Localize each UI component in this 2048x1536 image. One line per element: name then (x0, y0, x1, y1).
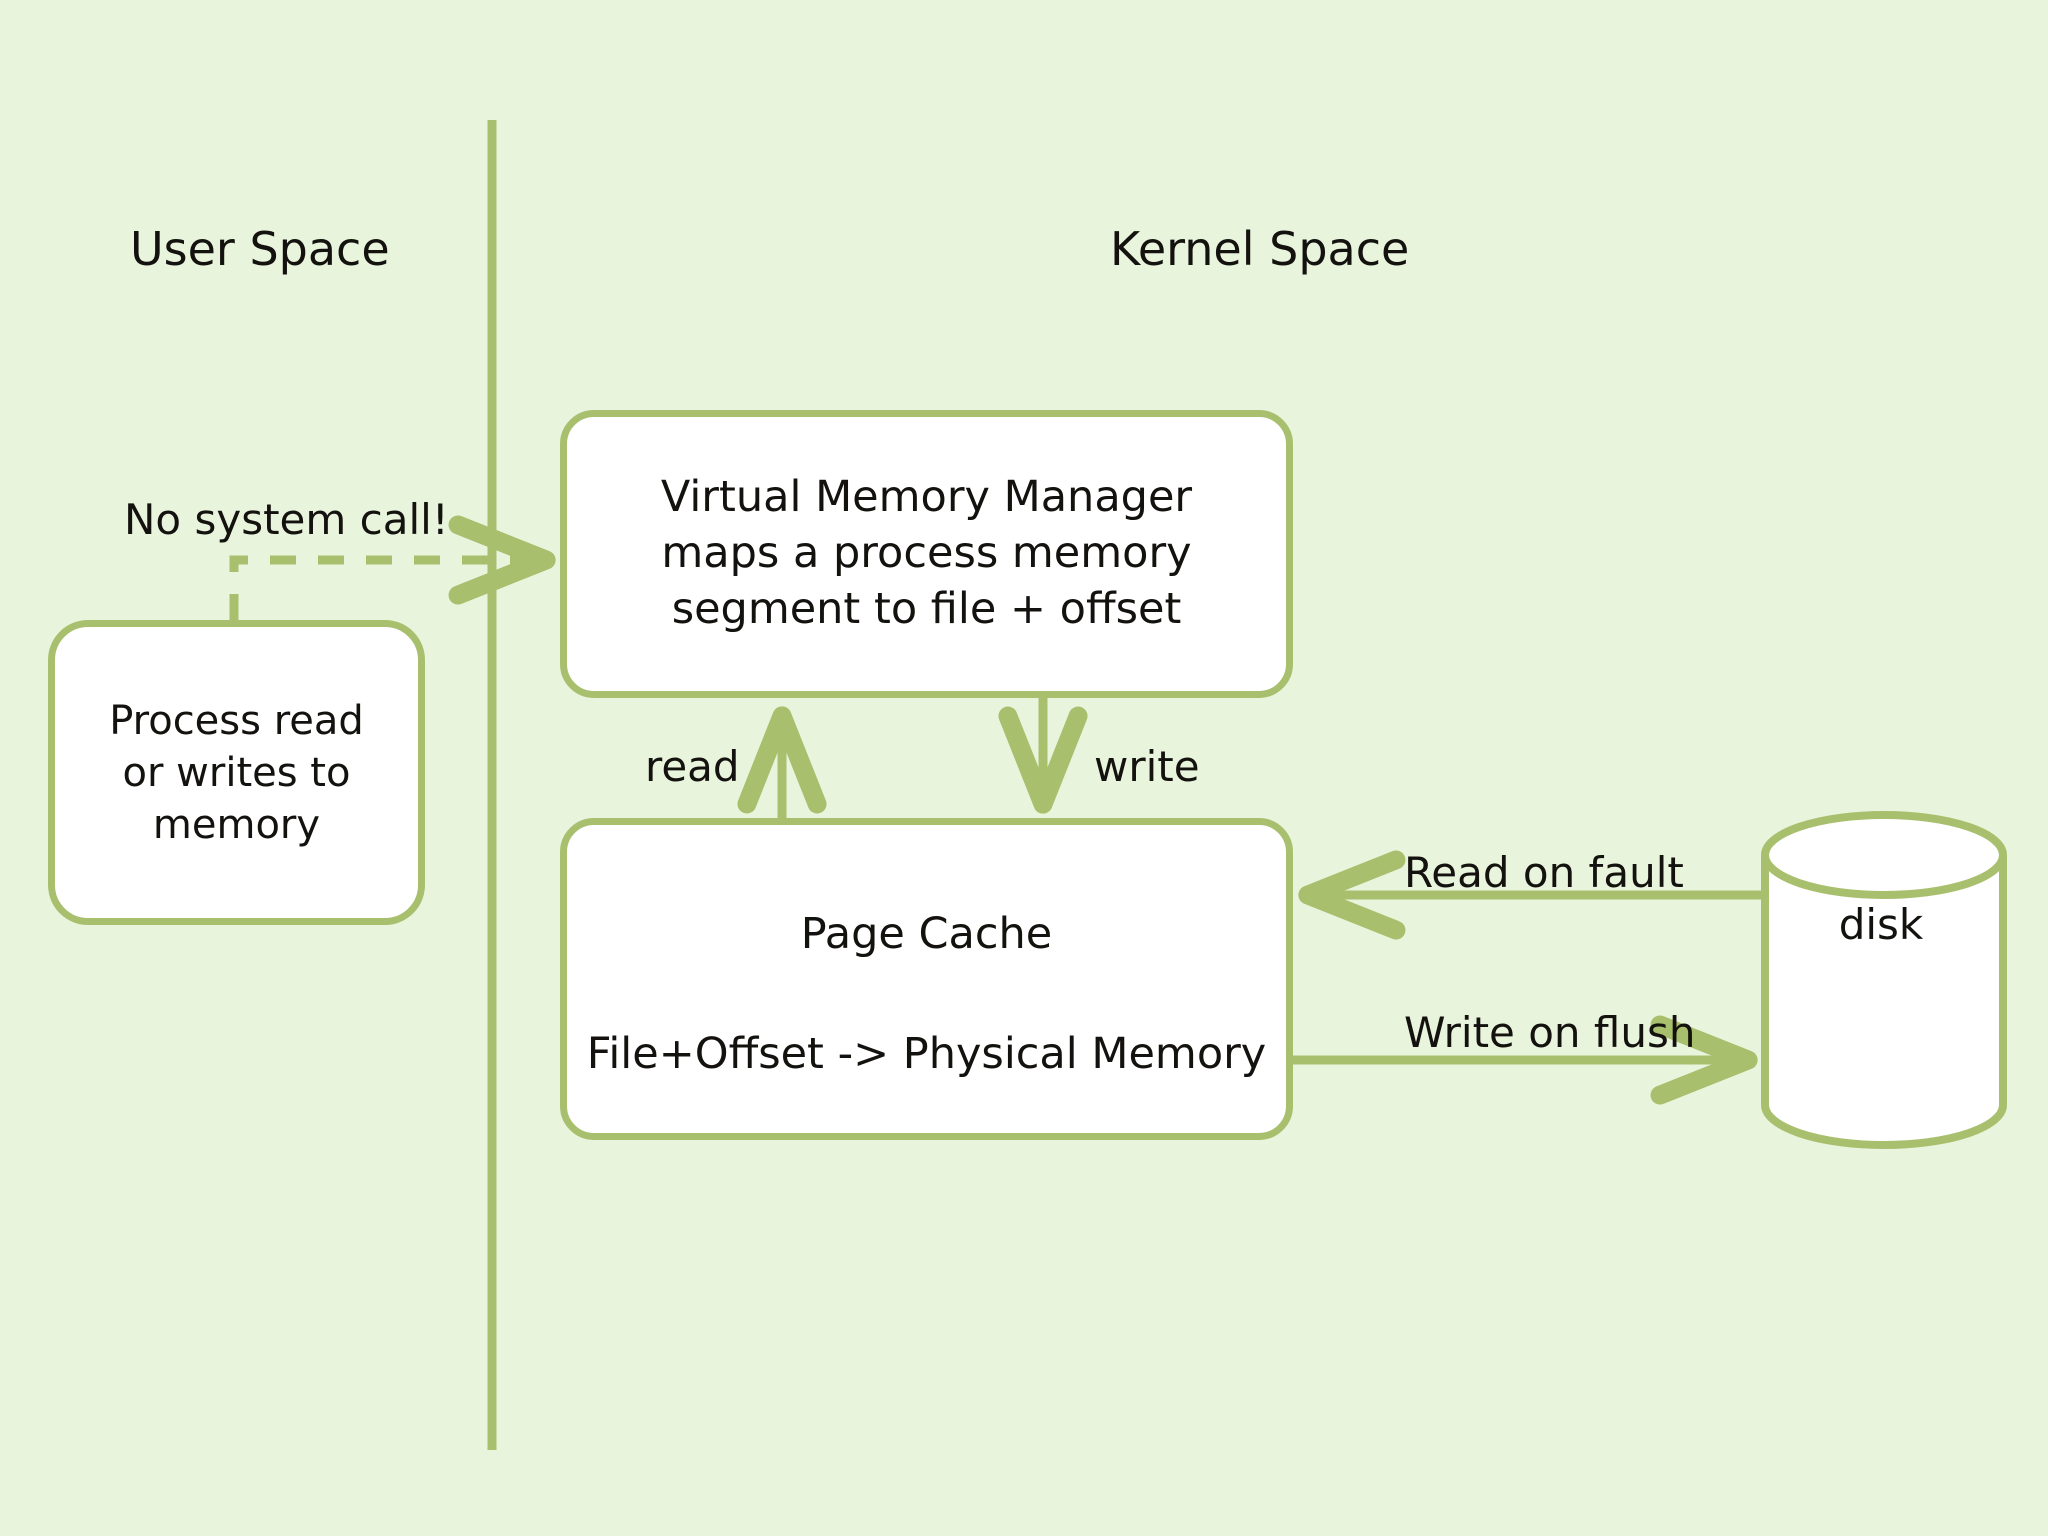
disk-cylinder-shape (1761, 811, 2007, 1149)
node-disk-label[interactable]: disk (1838, 900, 1924, 949)
kernel-space-label: Kernel Space (1110, 222, 1410, 276)
node-process-line-1: Process read (109, 697, 364, 744)
edge-label-read: read (645, 742, 740, 791)
node-process-read-write-memory[interactable]: Process read or writes to memory (48, 620, 425, 925)
edge-no-system-call (229, 515, 556, 620)
node-virtual-memory-manager[interactable]: Virtual Memory Manager maps a process me… (560, 410, 1293, 698)
edge-label-write: write (1094, 742, 1200, 791)
edge-label-read-on-fault: Read on fault (1404, 848, 1684, 897)
node-vmm-line-2: maps a process memory (661, 528, 1192, 579)
edge-label-write-on-flush: Write on flush (1404, 1008, 1696, 1057)
node-process-line-3: memory (152, 801, 321, 848)
edge-label-no-system-call: No system call! (124, 495, 449, 544)
node-process-line-2: or writes to (122, 749, 351, 796)
user-space-label: User Space (130, 222, 390, 276)
node-vmm-line-3: segment to file + offset (671, 583, 1182, 634)
node-page-cache-mapping: File+Offset -> Physical Memory (586, 1028, 1267, 1079)
node-page-cache[interactable]: Page Cache File+Offset -> Physical Memor… (560, 818, 1293, 1140)
node-page-cache-title: Page Cache (800, 909, 1053, 959)
node-vmm-line-1: Virtual Memory Manager (660, 472, 1193, 523)
